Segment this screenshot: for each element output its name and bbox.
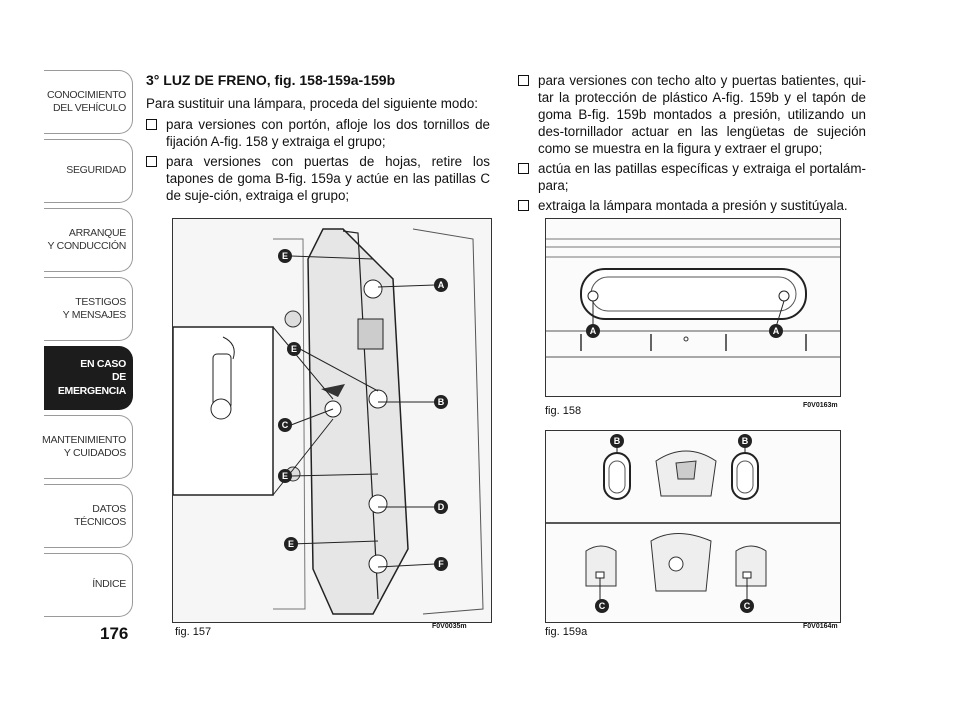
fig-159a-code: F0V0164m [803,623,838,630]
svg-text:F: F [438,559,444,569]
lamp-assembly-illustration: E A E B C E D E F [173,219,491,622]
fig-159a-caption: fig. 159a [545,626,588,638]
svg-text:E: E [291,344,297,354]
checkbox-bullet-icon [146,156,157,167]
svg-text:A: A [590,326,597,336]
list-item: para versiones con techo alto y puertas … [518,72,866,157]
list-item: para versiones con portón, afloje los do… [146,116,490,150]
svg-text:B: B [614,436,621,446]
left-column: 3° LUZ DE FRENO, fig. 158-159a-159b Para… [146,72,490,207]
tab-indice[interactable]: ÍNDICE [44,553,133,617]
fig-158-caption: fig. 158 [545,405,582,417]
tab-emergencia[interactable]: EN CASO DE EMERGENCIA [44,346,133,410]
svg-text:C: C [744,601,751,611]
tab-datos-tecnicos[interactable]: DATOS TÉCNICOS [44,484,133,548]
svg-text:D: D [438,502,445,512]
list-item: extraiga la lámpara montada a presión y … [518,197,866,214]
figure-157: E A E B C E D E F [172,218,492,623]
fig-158-code: F0V0163m [803,402,838,409]
right-bullets: para versiones con techo alto y puertas … [518,72,866,214]
right-column: para versiones con techo alto y puertas … [518,72,866,217]
fig-157-caption: fig. 157 [175,626,212,638]
svg-text:E: E [282,251,288,261]
tailgate-lamp-illustration: A A [546,219,840,396]
tab-mantenimiento[interactable]: MANTENIMIENTO Y CUIDADOS [42,415,133,479]
sidebar-tabs: CONOCIMIENTO DEL VEHÍCULO SEGURIDAD ARRA… [42,70,133,622]
intro-text: Para sustituir una lámpara, proceda del … [146,96,478,111]
checkbox-bullet-icon [518,75,529,86]
door-lamp-illustration: B B C C [546,431,840,622]
checkbox-bullet-icon [518,163,529,174]
tab-testigos[interactable]: TESTIGOS Y MENSAJES [44,277,133,341]
list-item: para versiones con puertas de hojas, ret… [146,153,490,204]
svg-text:A: A [773,326,780,336]
checkbox-bullet-icon [146,119,157,130]
svg-text:A: A [438,280,445,290]
svg-text:C: C [282,420,289,430]
checkbox-bullet-icon [518,200,529,211]
left-bullets: para versiones con portón, afloje los do… [146,116,490,204]
list-item: actúa en las patillas específicas y extr… [518,160,866,194]
svg-text:B: B [742,436,749,446]
figure-159a: B B C C [545,430,841,623]
svg-text:E: E [288,539,294,549]
tab-arranque[interactable]: ARRANQUE Y CONDUCCIÓN [44,208,133,272]
figure-158: A A [545,218,841,397]
page-number: 176 [100,624,129,643]
tab-seguridad[interactable]: SEGURIDAD [44,139,133,203]
svg-text:B: B [438,397,445,407]
svg-text:C: C [599,601,606,611]
fig-157-code: F0V0035m [432,623,467,630]
tab-conocimiento[interactable]: CONOCIMIENTO DEL VEHÍCULO [44,70,133,134]
section-heading: 3° LUZ DE FRENO, fig. 158-159a-159b [146,72,396,88]
svg-text:E: E [282,471,288,481]
